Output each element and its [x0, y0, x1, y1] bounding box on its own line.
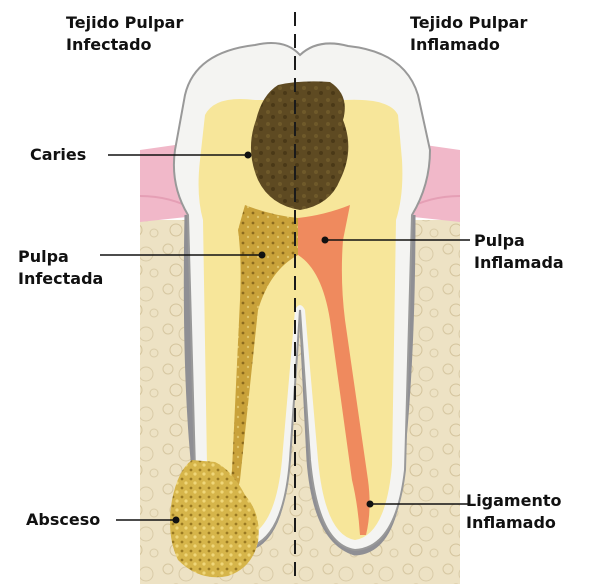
label-abscess: Absceso — [26, 509, 100, 531]
label-inflamed-pulp-line2: Inflamada — [474, 252, 564, 274]
label-infected-tissue-line2: Infectado — [66, 34, 183, 56]
label-inflamed-tissue-line1: Tejido Pulpar — [410, 12, 527, 34]
label-infected-tissue: Tejido Pulpar Infectado — [66, 12, 183, 56]
label-inflamed-tissue-line2: Inflamado — [410, 34, 527, 56]
label-inflamed-ligament-line1: Ligamento — [466, 490, 561, 512]
label-infected-pulp-line1: Pulpa — [18, 246, 103, 268]
label-caries: Caries — [30, 144, 86, 166]
label-inflamed-tissue: Tejido Pulpar Inflamado — [410, 12, 527, 56]
label-abscess-text: Absceso — [26, 509, 100, 531]
label-caries-text: Caries — [30, 144, 86, 166]
label-inflamed-pulp-line1: Pulpa — [474, 230, 564, 252]
label-inflamed-pulp: Pulpa Inflamada — [474, 230, 564, 274]
label-infected-tissue-line1: Tejido Pulpar — [66, 12, 183, 34]
label-infected-pulp-line2: Infectada — [18, 268, 103, 290]
label-inflamed-ligament-line2: Inflamado — [466, 512, 561, 534]
label-inflamed-ligament: Ligamento Inflamado — [466, 490, 561, 534]
caries — [251, 81, 348, 210]
label-infected-pulp: Pulpa Infectada — [18, 246, 103, 290]
